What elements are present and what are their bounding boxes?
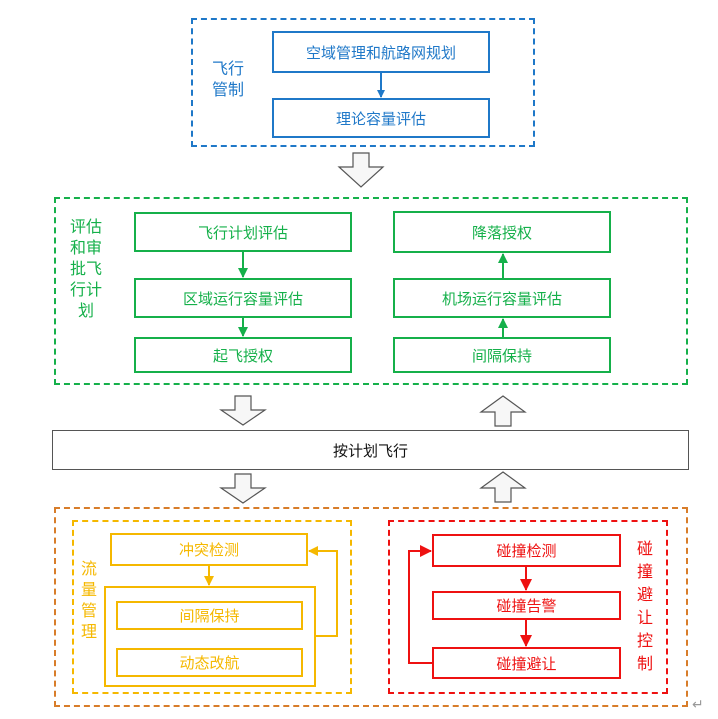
- regional-capacity-label: 区域运行容量评估: [183, 288, 303, 309]
- conflict-detection-label: 冲突检测: [179, 539, 239, 560]
- hollow-arrow-down-1: [339, 153, 383, 187]
- flow-separation-label: 间隔保持: [179, 605, 239, 626]
- takeoff-authorization-box[interactable]: 起飞授权: [134, 337, 352, 373]
- landing-authorization-box[interactable]: 降落授权: [393, 211, 611, 253]
- landing-authorization-label: 降落授权: [472, 222, 532, 243]
- airport-capacity-label: 机场运行容量评估: [442, 288, 562, 309]
- airspace-management-box[interactable]: 空域管理和航路网规划: [272, 31, 490, 73]
- conflict-detection-box[interactable]: 冲突检测: [110, 533, 308, 566]
- separation-keeping-label: 间隔保持: [472, 345, 532, 366]
- dynamic-rerouting-label: 动态改航: [179, 652, 239, 673]
- airspace-management-label: 空域管理和航路网规划: [306, 42, 456, 63]
- regional-capacity-box[interactable]: 区域运行容量评估: [134, 278, 352, 318]
- flow-management-label: 流 量 管 理: [76, 558, 102, 642]
- paragraph-mark: ↵: [692, 697, 704, 713]
- fly-as-planned-label: 按计划飞行: [333, 440, 408, 461]
- flow-separation-box[interactable]: 间隔保持: [116, 601, 303, 630]
- hollow-arrow-up-1: [481, 396, 525, 426]
- collision-avoidance-box[interactable]: 碰撞避让: [432, 647, 621, 679]
- hollow-arrow-down-3: [221, 474, 265, 503]
- dynamic-rerouting-box[interactable]: 动态改航: [116, 648, 303, 677]
- takeoff-authorization-label: 起飞授权: [213, 345, 273, 366]
- flight-control-label: 飞行 管制: [205, 58, 251, 100]
- collision-warning-label: 碰撞告警: [496, 595, 556, 616]
- collision-warning-box[interactable]: 碰撞告警: [432, 591, 621, 620]
- theoretical-capacity-box[interactable]: 理论容量评估: [272, 98, 490, 138]
- evaluation-label: 评估 和审 批飞 行计 划: [62, 216, 110, 321]
- hollow-arrow-down-2: [221, 396, 265, 425]
- flight-plan-evaluation-box[interactable]: 飞行计划评估: [134, 212, 352, 252]
- collision-detection-label: 碰撞检测: [496, 540, 556, 561]
- collision-avoidance-box-label: 碰撞避让: [496, 653, 556, 674]
- fly-as-planned-box[interactable]: 按计划飞行: [52, 430, 689, 470]
- separation-keeping-box[interactable]: 间隔保持: [393, 337, 611, 373]
- hollow-arrow-up-2: [481, 472, 525, 502]
- collision-detection-box[interactable]: 碰撞检测: [432, 534, 621, 567]
- theoretical-capacity-label: 理论容量评估: [336, 108, 426, 129]
- airport-capacity-box[interactable]: 机场运行容量评估: [393, 278, 611, 318]
- flight-plan-evaluation-label: 飞行计划评估: [198, 222, 288, 243]
- collision-avoidance-label: 碰 撞 避 让 控 制: [632, 537, 658, 675]
